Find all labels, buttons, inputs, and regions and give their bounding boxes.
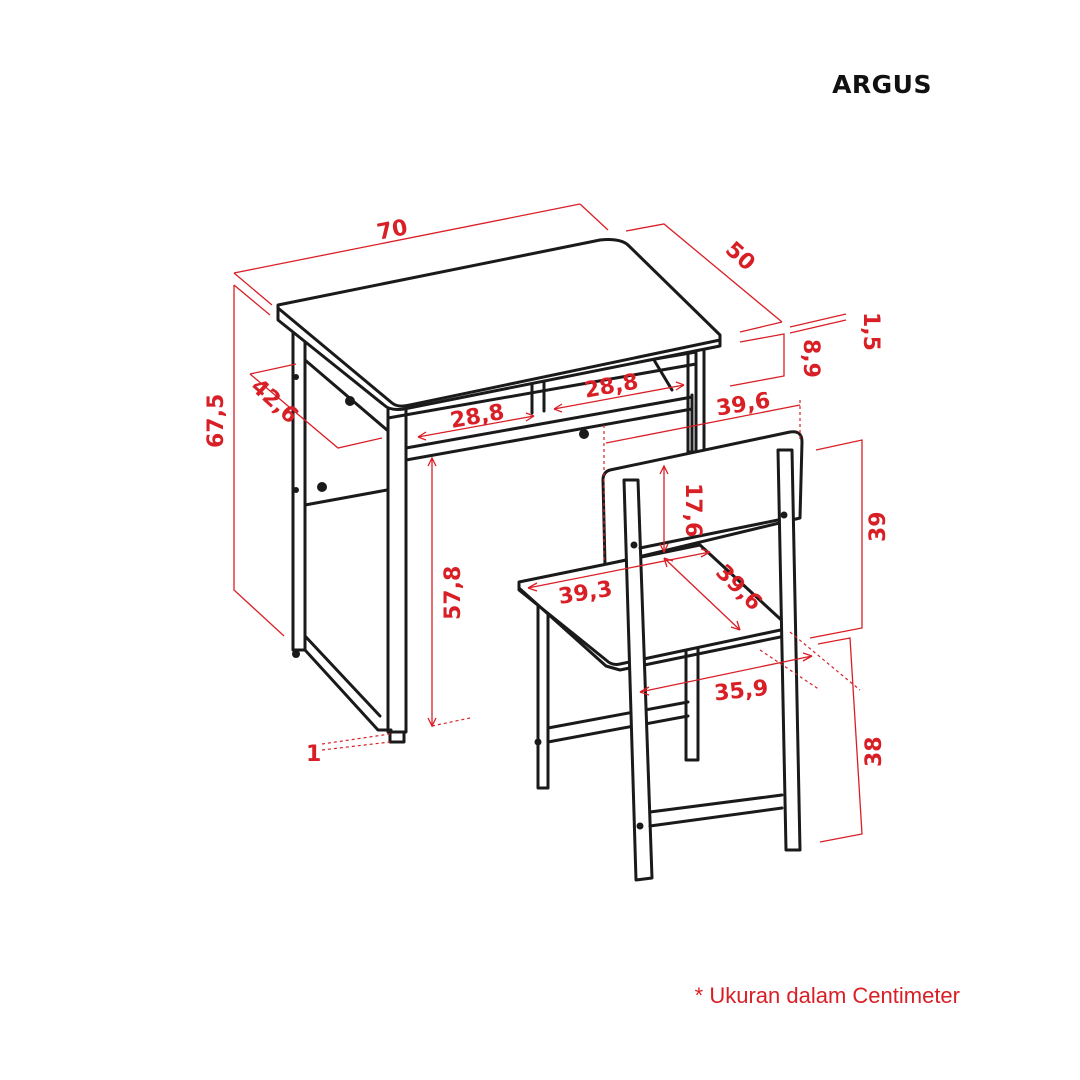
dim-line-seat-height [817,637,863,843]
label-chair-width-top: 39,6 [715,388,773,421]
dim-line-backrest-height [659,464,669,554]
chair-post-left [622,478,654,882]
label-table-depth: 50 [720,237,759,276]
dimension-lines [233,203,863,843]
chair-illustration [517,430,804,882]
dim-line-table-depth [625,223,783,333]
dim-line-chair-width-top [605,404,801,444]
chair-seat [517,543,792,672]
chair-backrest [601,430,804,567]
bolt-icon [579,429,589,439]
dim-line-chair-base-width [639,655,813,693]
dim-line-seat-width [527,551,711,589]
bolt-icon [345,396,355,406]
dim-line-shelf-left [417,415,535,438]
label-backrest-height: 17,6 [680,483,705,537]
page-title: ARGUS [832,70,932,99]
table-leg-front-left [386,406,408,744]
dim-line-seat-depth [663,557,741,631]
table-leg-back-left [291,331,307,652]
dim-line-shelf-right [553,384,685,410]
bolt-icon [293,374,299,380]
dim-line-floor-gap [321,733,391,751]
table-apron [404,395,694,462]
dim-line-table-width [233,203,609,306]
label-top-thickness: 1,5 [858,312,883,351]
label-apron-height: 8,9 [798,339,823,378]
label-table-height: 67,5 [204,394,229,448]
bolt-icon [317,482,327,492]
chair-rail [546,700,690,744]
footnote-units: * Ukuran dalam Centimeter [694,983,960,1008]
label-seat-height: 38 [862,736,887,767]
dim-line-side-depth [249,363,383,449]
label-legroom-height: 57,8 [441,566,466,620]
label-floor-gap: 1 [306,742,321,767]
dim-line-apron-height [729,333,785,387]
bolt-icon [780,511,788,519]
label-shelf-right: 28,8 [582,370,640,404]
label-chair-back-height: 39 [866,511,891,542]
chair-back-rail [638,518,780,550]
dim-line-chair-back-height [809,439,863,639]
chair-stretcher [648,793,784,828]
dim-line-table-height [233,284,285,637]
bolt-icon [636,822,644,830]
bolt-icon [292,650,300,658]
bolt-icon [293,487,299,493]
table-side-frame [303,358,393,732]
bolt-icon [534,738,542,746]
bolt-icon [630,541,638,549]
label-chair-base-width: 35,9 [713,676,770,707]
dim-line-legroom-height [427,456,437,728]
label-table-width: 70 [375,215,410,245]
table-top [276,238,722,411]
dim-line-top-thickness [789,313,847,334]
chair-post-right [776,448,802,852]
